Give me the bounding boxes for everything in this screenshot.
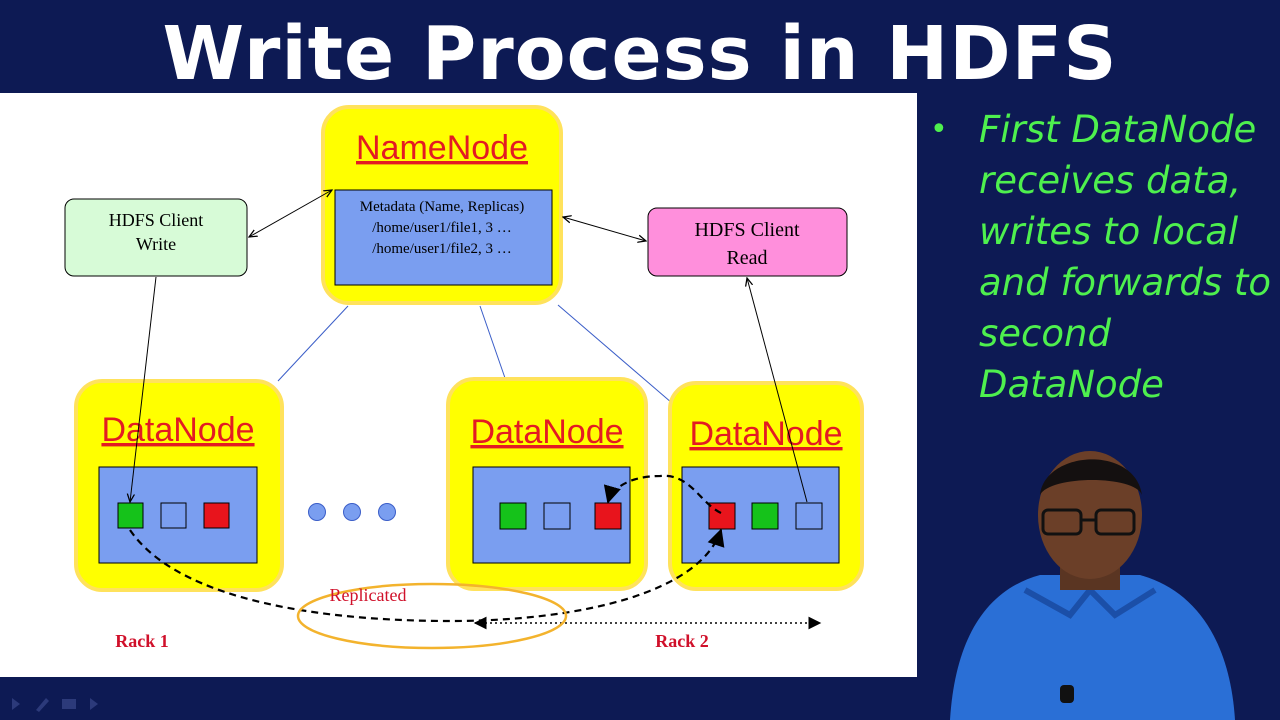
bullet-dot-icon: • (930, 112, 948, 147)
block-empty (160, 502, 187, 529)
datanode-2-label: DataNode (470, 413, 623, 451)
nav-prev-icon[interactable] (12, 698, 20, 710)
write-to-datanode-arrow (130, 276, 157, 502)
nav-edit-icon[interactable] (36, 698, 49, 712)
nav-next-icon[interactable] (90, 698, 98, 710)
datanode-3-label: DataNode (689, 415, 842, 453)
forward-to-second-arrow (603, 474, 722, 514)
rack-1-label: Rack 1 (115, 631, 169, 651)
read-client-namenode-arrow (563, 217, 646, 241)
datanode-2: DataNode (446, 377, 648, 591)
client-write-line-2: Write (136, 234, 176, 254)
datanode-1: DataNode (74, 379, 284, 592)
block-red (594, 502, 622, 530)
hdfs-client-write: HDFS Client Write (64, 198, 248, 277)
more-datanodes-dots (308, 503, 396, 521)
hdfs-client-read: HDFS Client Read (647, 207, 848, 277)
client-read-line-1: HDFS Client (694, 219, 799, 241)
datanode-to-read-arrow (747, 278, 808, 503)
presenter-figure (950, 451, 1235, 720)
replicated-label: Replicated (330, 585, 407, 605)
diagram-panel: NameNode Metadata (Name, Replicas) /home… (0, 93, 917, 677)
block-green (751, 502, 779, 530)
metadata-line-2: /home/user1/file1, 3 … (372, 220, 512, 236)
replication-pipeline-arrow (129, 528, 725, 623)
metadata-line-3: /home/user1/file2, 3 … (372, 241, 512, 257)
block-empty (795, 502, 823, 530)
nav-menu-icon[interactable] (62, 699, 76, 709)
client-read-line-2: Read (726, 247, 767, 269)
block-green (117, 502, 144, 529)
slide-nav-controls (12, 698, 98, 712)
bullet-text: First DataNode receives data, writes to … (979, 108, 1272, 406)
namenode-label: NameNode (356, 129, 528, 167)
block-red (203, 502, 230, 529)
block-red (708, 502, 736, 530)
network-links (277, 304, 673, 404)
replicated-highlight (296, 582, 568, 650)
block-green (499, 502, 527, 530)
datanode-3: DataNode (668, 381, 864, 591)
rack-2-label: Rack 2 (655, 631, 709, 651)
slide-title: Write Process in HDFS (162, 11, 1118, 97)
metadata-box (334, 189, 553, 286)
block-empty (543, 502, 571, 530)
datanode-1-label: DataNode (101, 411, 254, 449)
metadata-line-1: Metadata (Name, Replicas) (360, 199, 525, 215)
write-client-namenode-arrow (249, 190, 332, 237)
namenode: NameNode Metadata (Name, Replicas) /home… (321, 105, 563, 305)
client-write-line-1: HDFS Client (109, 210, 204, 230)
